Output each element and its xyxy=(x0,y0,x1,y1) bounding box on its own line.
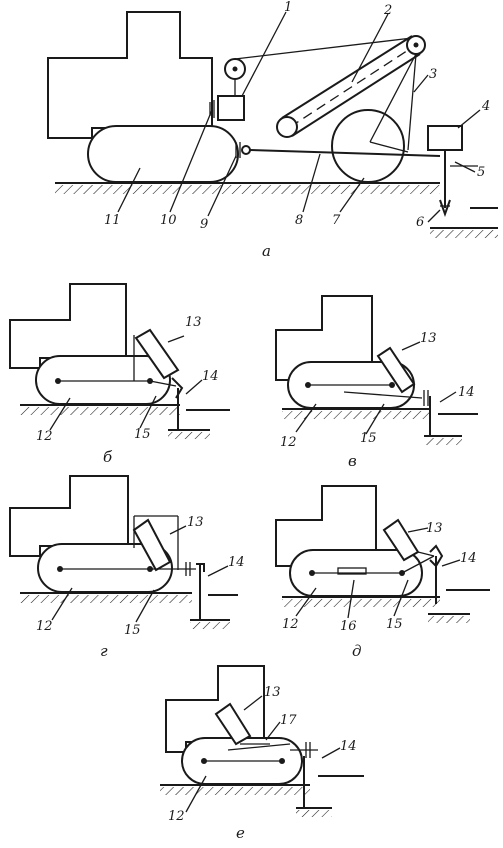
figure-b: 13 14 12 15 б xyxy=(9,283,230,466)
label-13: 13 xyxy=(185,315,202,330)
figure-a: 1 2 3 4 5 6 7 8 9 10 11 а xyxy=(47,0,498,260)
hydraulic-cylinder xyxy=(214,702,252,746)
caption-e: е xyxy=(236,824,245,842)
hydraulic-cylinder xyxy=(134,328,180,380)
label-15: 15 xyxy=(134,427,151,442)
label-14: 14 xyxy=(340,739,357,754)
tractor-cab xyxy=(47,11,213,139)
blade-bracket xyxy=(196,563,205,572)
rope-3 xyxy=(407,53,417,151)
label-12: 12 xyxy=(36,429,53,444)
label-13: 13 xyxy=(426,521,443,536)
rope-inner xyxy=(369,53,417,143)
label-15: 15 xyxy=(360,431,377,446)
label-13: 13 xyxy=(187,515,204,530)
caption-d: д xyxy=(352,642,362,660)
label-14: 14 xyxy=(228,555,245,570)
label-15: 15 xyxy=(124,623,141,638)
label-6: 6 xyxy=(416,215,424,230)
label-5: 5 xyxy=(477,165,485,180)
label-12: 12 xyxy=(36,619,53,634)
label-1: 1 xyxy=(284,0,292,15)
label-3: 3 xyxy=(429,67,437,82)
label-10: 10 xyxy=(160,213,177,228)
label-4: 4 xyxy=(481,99,490,114)
label-14: 14 xyxy=(202,369,219,384)
drawbar xyxy=(249,149,441,157)
tractor-cab xyxy=(9,283,127,369)
large-wheel xyxy=(331,109,405,183)
ground-hatch xyxy=(55,185,440,194)
label-12: 12 xyxy=(280,435,297,450)
label-9: 9 xyxy=(200,217,208,232)
link-16 xyxy=(337,567,367,575)
label-7: 7 xyxy=(332,213,341,228)
caption-v: в xyxy=(348,452,357,470)
label-15: 15 xyxy=(386,617,403,632)
boom-lower xyxy=(291,53,421,137)
boom-base-roller xyxy=(276,116,298,138)
label-2: 2 xyxy=(383,3,392,18)
boom-upper xyxy=(281,35,413,119)
label-14: 14 xyxy=(460,551,477,566)
label-17: 17 xyxy=(280,713,297,728)
tractor-cab xyxy=(9,475,129,557)
hitch xyxy=(241,145,251,155)
tractor-cab xyxy=(275,485,377,567)
label-13: 13 xyxy=(264,685,281,700)
label-14: 14 xyxy=(458,385,475,400)
label-16: 16 xyxy=(340,619,357,634)
caption-g: г xyxy=(100,642,108,660)
tractor-cab xyxy=(165,665,265,753)
caption-a: а xyxy=(262,242,271,260)
winch-box xyxy=(217,95,245,121)
caption-b: б xyxy=(103,448,113,466)
boom-axis xyxy=(289,44,417,128)
label-11: 11 xyxy=(104,213,121,228)
figure-d: 13 14 12 16 15 д xyxy=(275,485,490,660)
tractor-track xyxy=(87,125,239,183)
label-12: 12 xyxy=(282,617,299,632)
ripper-tip xyxy=(439,199,451,217)
figure-e: 13 17 14 12 е xyxy=(160,665,364,842)
blade-bracket xyxy=(429,544,444,568)
cable-upper xyxy=(234,37,413,60)
weight-box xyxy=(427,125,463,151)
label-13: 13 xyxy=(420,331,437,346)
label-8: 8 xyxy=(295,213,303,228)
hydraulic-cylinder xyxy=(132,518,172,572)
figure-v: 13 14 12 15 в xyxy=(275,295,478,470)
hydraulic-cylinder xyxy=(376,346,416,394)
label-12: 12 xyxy=(168,809,185,824)
figure-g: 13 14 12 15 г xyxy=(9,475,245,660)
